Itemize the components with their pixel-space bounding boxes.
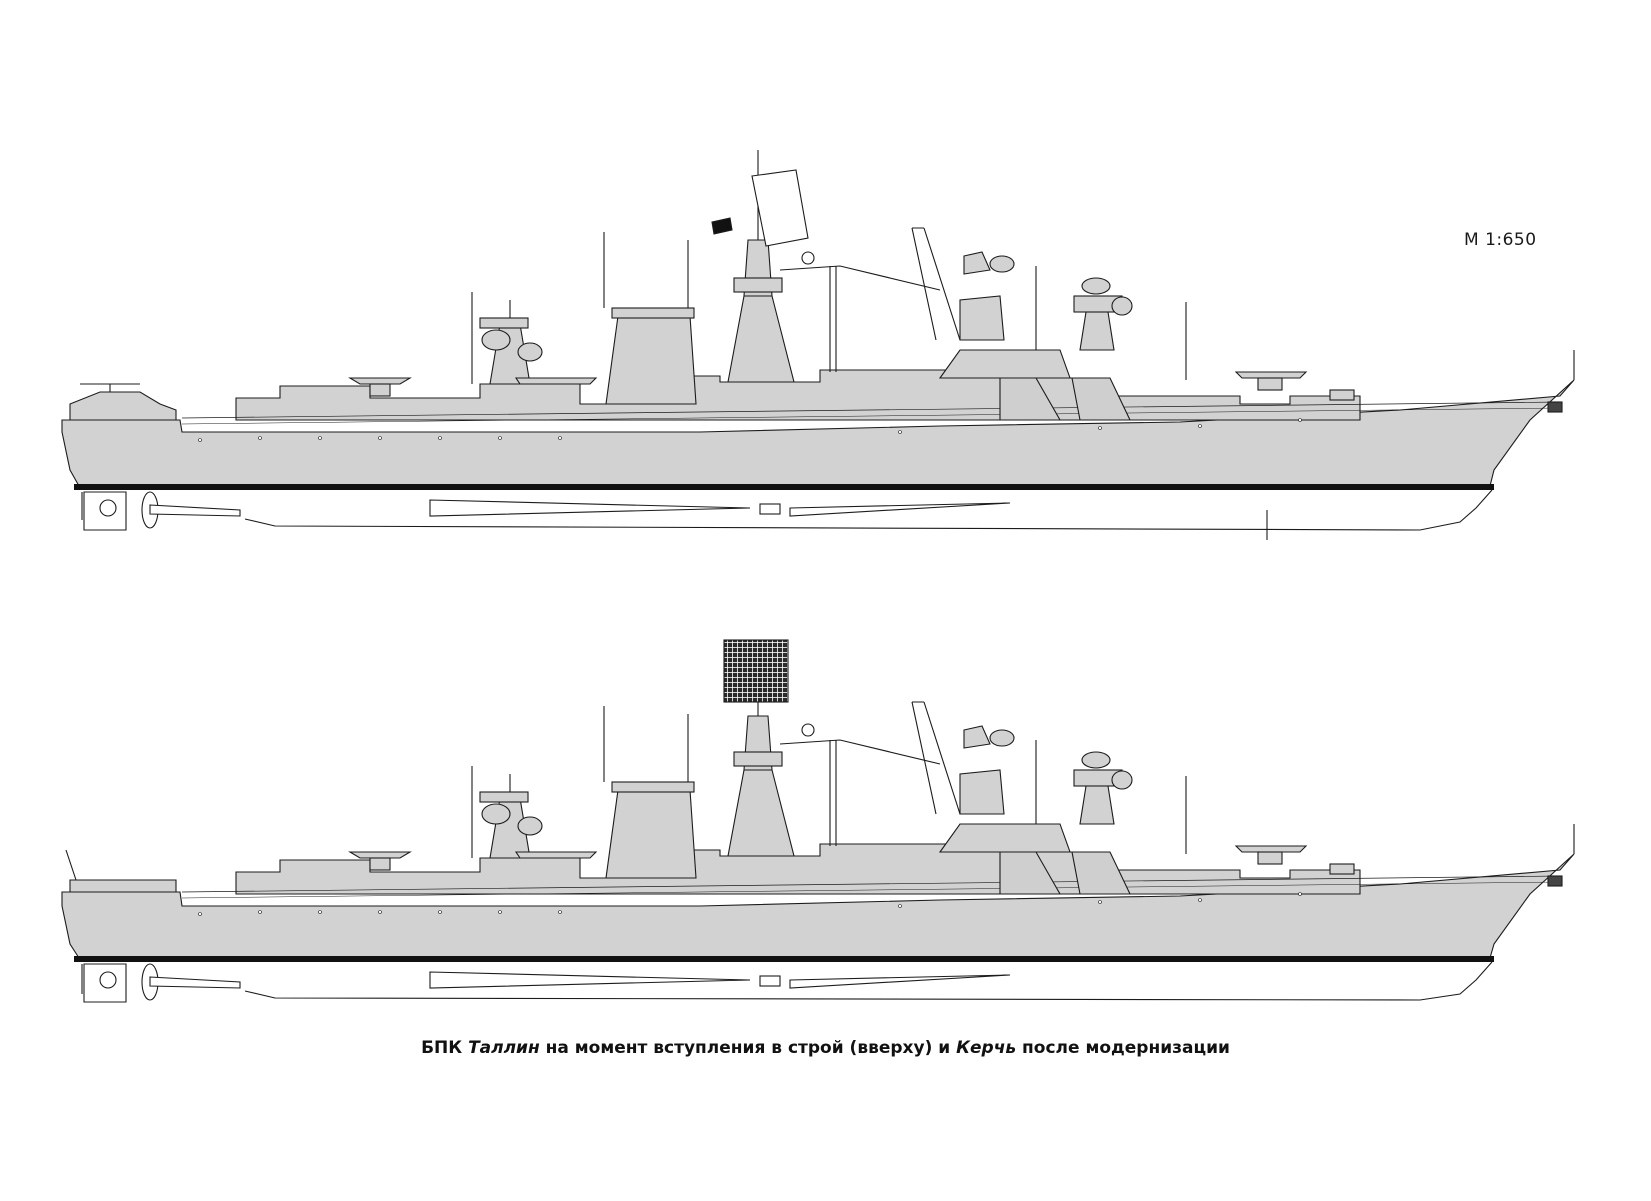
aft-deckhouse: [69, 879, 177, 893]
crane-boom: [779, 265, 941, 291]
ship-tallin-profile: [61, 150, 1575, 540]
caption-ship-2: Керчь: [956, 1038, 1017, 1058]
ship-kerch-profile: [61, 639, 1575, 1003]
forward-lattice-mast: [911, 227, 961, 341]
aft-funnel: [605, 315, 697, 405]
aft-launcher: [348, 377, 412, 385]
underwater-hull: [244, 961, 1493, 1001]
forward-launcher: [1234, 845, 1308, 853]
forward-launcher: [1234, 371, 1308, 379]
scale-label: М 1:650: [1464, 230, 1537, 250]
forward-radar-mast: [1079, 785, 1115, 825]
aft-launcher: [348, 851, 412, 859]
propeller-shaft: [149, 504, 241, 517]
crane-boom: [779, 739, 941, 765]
forward-lattice-mast: [911, 701, 961, 815]
main-mast: [727, 295, 795, 383]
bilge-keel: [429, 971, 751, 989]
caption-prefix: БПК: [421, 1038, 469, 1058]
main-mast: [727, 769, 795, 857]
bridge: [938, 823, 1071, 853]
aft-funnel: [605, 789, 697, 879]
portholes: [198, 418, 1302, 442]
boat: [514, 377, 598, 385]
propeller-shaft: [149, 976, 241, 989]
forward-radar-mast: [1079, 311, 1115, 351]
underwater-hull: [244, 489, 1493, 531]
bridge: [938, 349, 1071, 379]
large-radar-antenna: [751, 169, 809, 247]
helicopter: [69, 391, 177, 421]
bilge-keel: [789, 974, 1011, 989]
bilge-keel: [789, 502, 1011, 517]
figure-caption: БПК Таллин на момент вступления в строй …: [0, 1038, 1651, 1058]
bilge-keel: [429, 499, 751, 517]
waterline-stripe: [74, 956, 1494, 962]
caption-middle: на момент вступления в строй (вверху) и: [539, 1038, 957, 1058]
flag: [711, 217, 733, 235]
sonar-dome: [759, 975, 781, 987]
grille-radar-antenna: [723, 639, 789, 703]
sonar-dome: [759, 503, 781, 515]
boat: [514, 851, 598, 859]
caption-suffix: после модернизации: [1016, 1038, 1230, 1058]
waterline-stripe: [74, 484, 1494, 490]
portholes: [198, 892, 1302, 916]
caption-ship-1: Таллин: [468, 1038, 540, 1058]
